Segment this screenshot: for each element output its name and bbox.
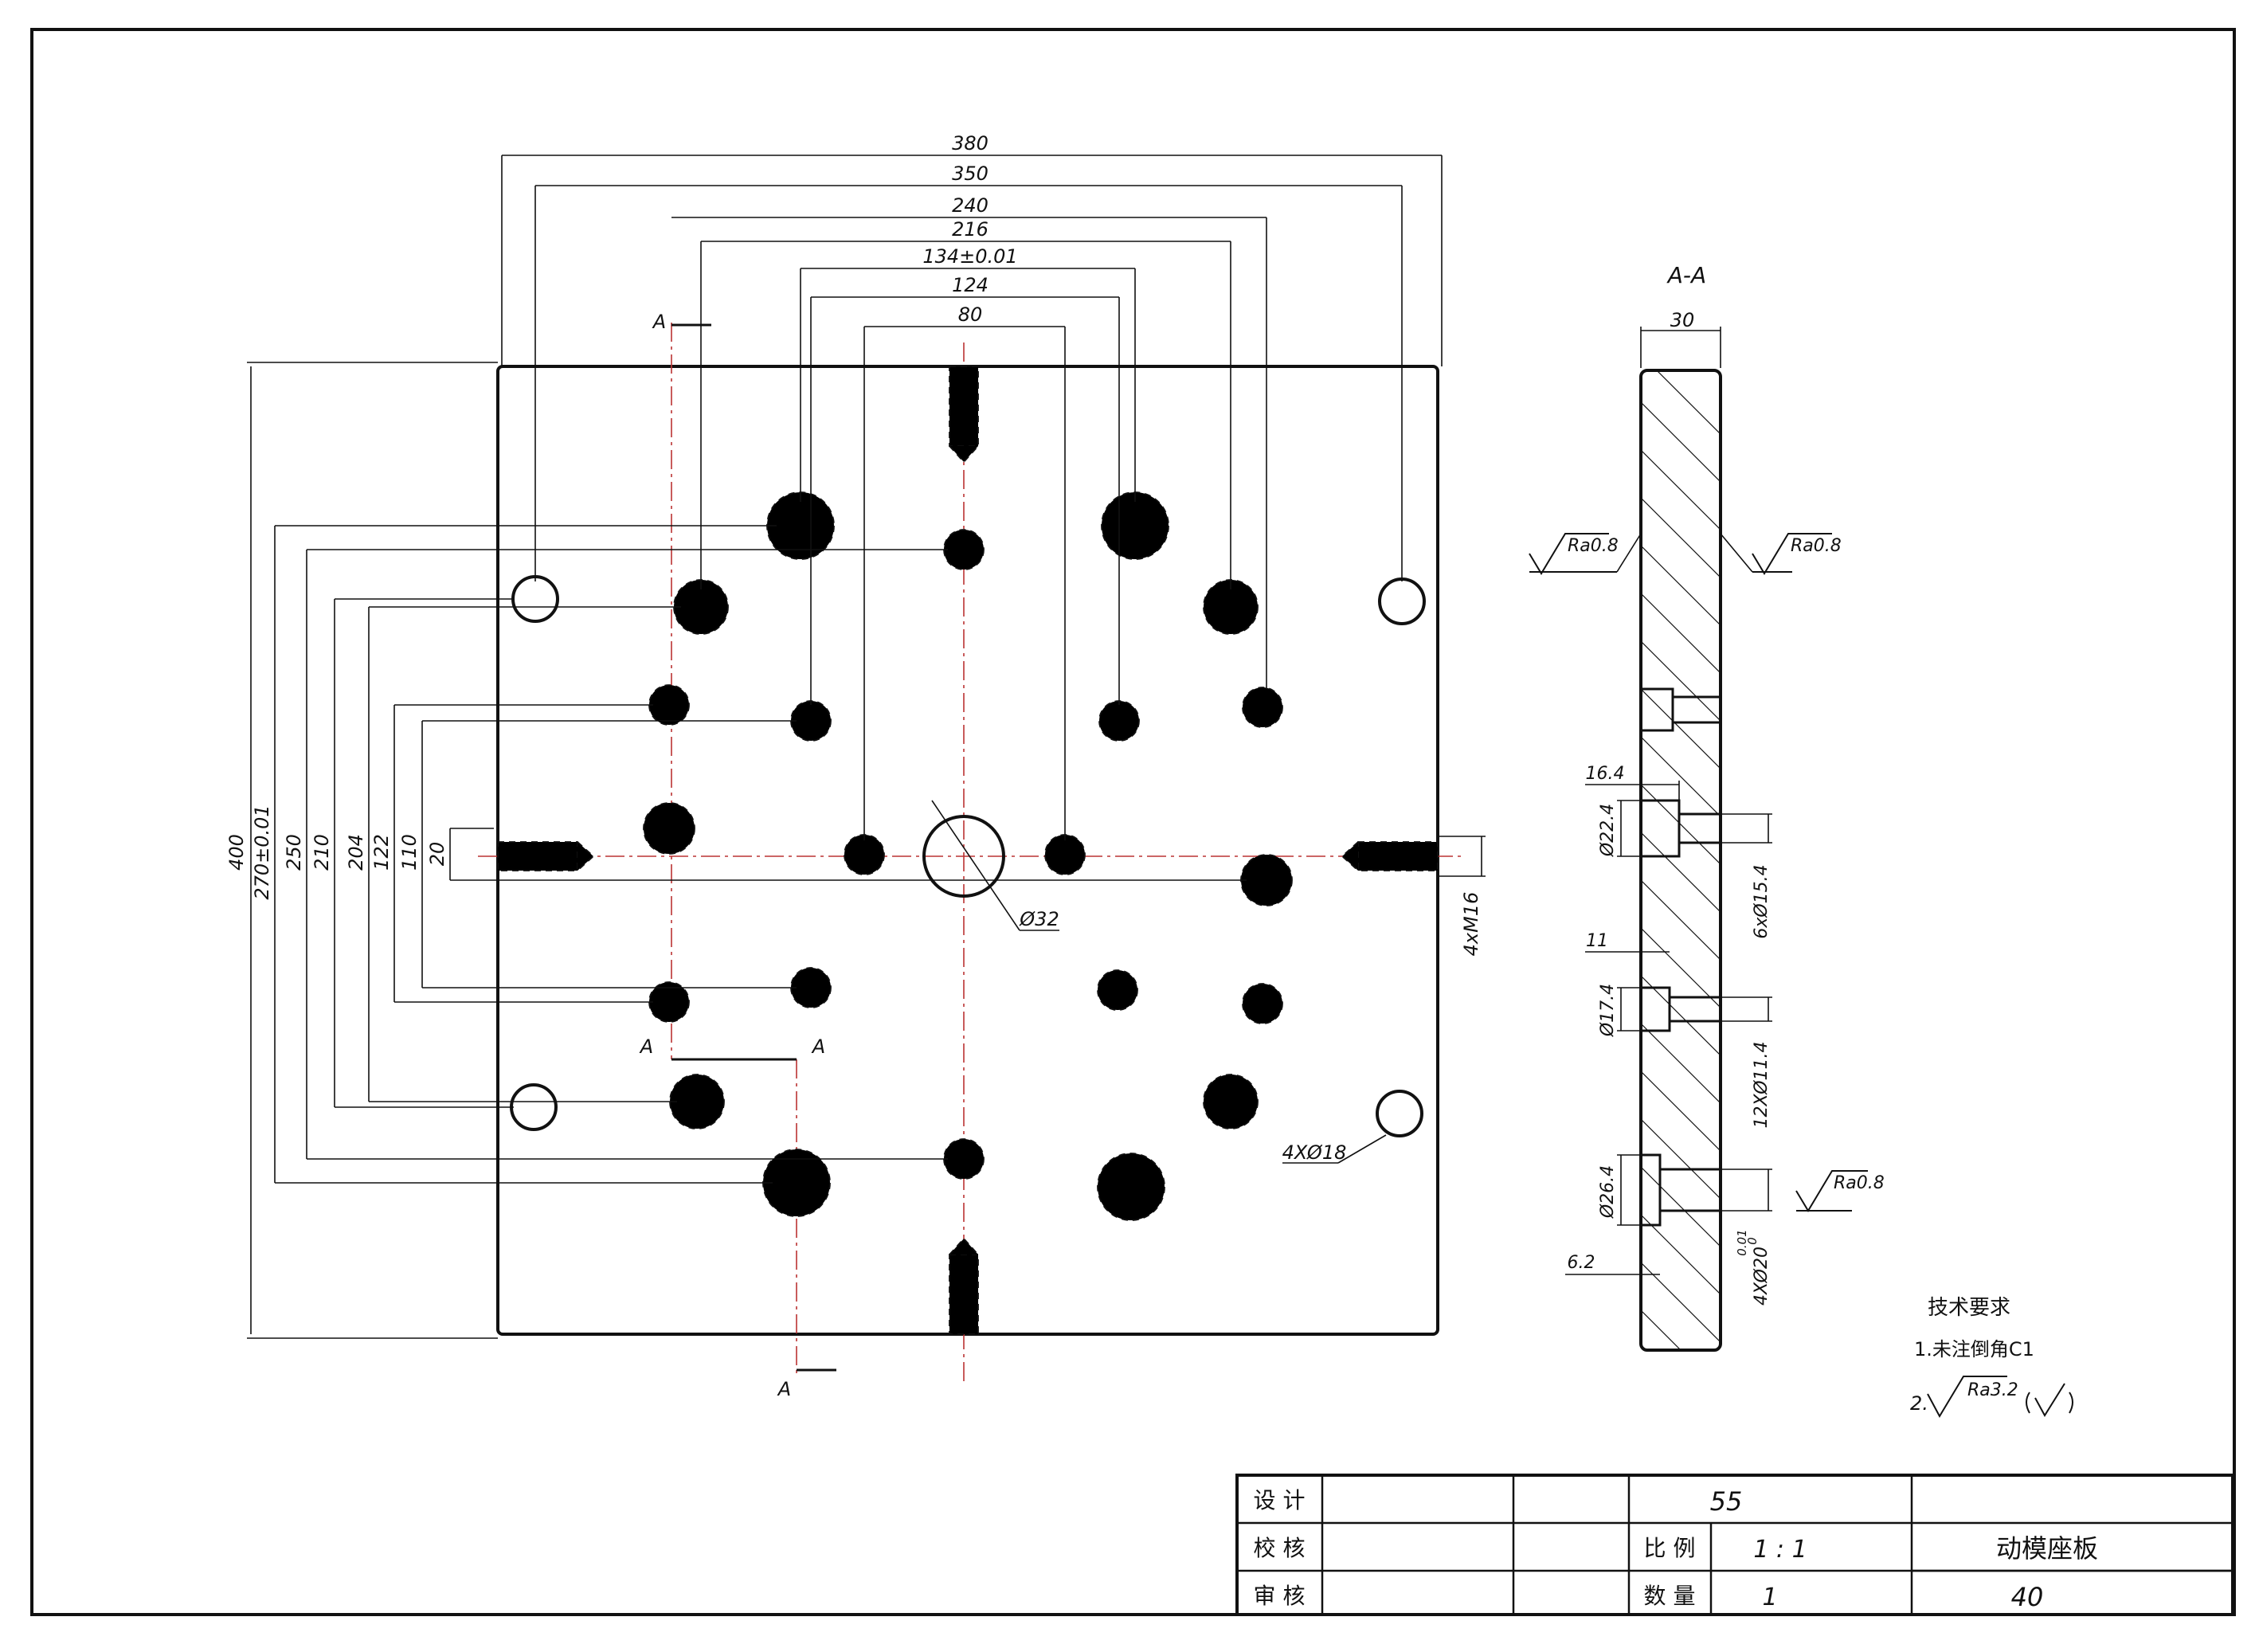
roughness-left-label: Ra0.8 [1568, 536, 1619, 556]
dim-thickness: 30 [1670, 309, 1695, 331]
dim-216: 216 [952, 218, 989, 241]
tech-requirements: 技术要求 1.未注倒角C1 2. Ra3.2 [1910, 1296, 2073, 1419]
tb-label-scale: 比 例 [1644, 1535, 1696, 1561]
tech-item-2-ra: Ra3.2 [1967, 1380, 2018, 1400]
dim-6-2: 6.2 [1568, 1253, 1595, 1273]
tech-roughness-symbol [1927, 1376, 2007, 1419]
thread-hole-right [1341, 841, 1439, 871]
tech-title: 技术要求 [1928, 1296, 2010, 1320]
dim-20: 20 [426, 842, 448, 867]
thread-hole-top [949, 366, 979, 464]
dim-350: 350 [952, 162, 989, 185]
section-mark-top: A [652, 311, 666, 333]
roughness-left: Ra0.8 [1529, 533, 1642, 575]
dim-tol-lower: 0 [1745, 1237, 1760, 1245]
roughness-bottom-label: Ra0.8 [1834, 1173, 1885, 1193]
thread-hole-bottom [949, 1237, 979, 1335]
roughness-right-label: Ra0.8 [1791, 536, 1842, 556]
dim-380: 380 [952, 132, 989, 155]
dim-6x-15-4: 6xØ15.4 [1752, 864, 1772, 938]
plate-outline [496, 365, 1439, 1336]
dim-11: 11 [1586, 931, 1608, 951]
section-hatching [1641, 370, 1721, 1350]
small-holes [648, 529, 1283, 1180]
title-block: 设 计 校 核 审 核 55 比 例 1 : 1 数 量 1 动模座板 40 [1235, 1474, 2234, 1616]
front-dim-texts: 380 350 240 216 134±0.01 124 80 400 270±… [225, 132, 1482, 1400]
section-holes [1639, 687, 1722, 1227]
tb-label-quantity: 数 量 [1644, 1583, 1696, 1609]
tech-item-2-prefix: 2. [1910, 1392, 1928, 1415]
tb-drawing-no: 40 [2011, 1582, 2044, 1612]
vertical-dim-lines [247, 362, 1486, 1339]
dim-400: 400 [225, 834, 248, 871]
front-view: 380 350 240 216 134±0.01 124 80 400 270±… [225, 132, 1486, 1400]
dim-16-4: 16.4 [1586, 764, 1625, 784]
section-mark-bottom: A [777, 1378, 791, 1400]
dim-250: 250 [283, 834, 305, 871]
section-mark-left: A [639, 1035, 653, 1058]
tb-quantity-value: 1 [1762, 1583, 1777, 1611]
dim-dia-22-4: Ø22.4 [1598, 804, 1618, 857]
tb-part-name: 动模座板 [1996, 1533, 2098, 1564]
tech-roughness-paren [2026, 1383, 2073, 1417]
tech-item-1: 1.未注倒角C1 [1914, 1338, 2034, 1360]
dim-thread: 4xM16 [1460, 892, 1482, 957]
sheet-border [30, 28, 2236, 1616]
dim-tol-upper: 0.01 [1735, 1229, 1749, 1255]
dim-4x-20: 4XØ20 [1752, 1247, 1772, 1306]
section-dim-texts: 16.4 Ø22.4 6xØ15.4 11 Ø17.4 12XØ11.4 Ø26… [1568, 764, 1772, 1306]
dim-80: 80 [958, 303, 983, 326]
dim-dia-17-4: Ø17.4 [1598, 984, 1618, 1037]
dim-dia-26-4: Ø26.4 [1598, 1165, 1618, 1219]
center-hole [922, 815, 1005, 898]
dim-210: 210 [311, 834, 333, 871]
dim-270: 270±0.01 [251, 804, 273, 899]
tb-scale-value: 1 : 1 [1753, 1536, 1807, 1564]
dim-204: 204 [345, 834, 367, 871]
dim-corner-holes: 4XØ18 [1282, 1141, 1347, 1164]
section-view: A-A 30 [1529, 262, 1885, 1352]
dim-134: 134±0.01 [922, 245, 1017, 268]
dim-12x-11-4: 12XØ11.4 [1752, 1042, 1772, 1129]
roughness-bottom: Ra0.8 [1795, 1170, 1885, 1212]
tb-label-check: 校 核 [1254, 1535, 1306, 1561]
dim-124: 124 [952, 274, 989, 296]
center-hole-leader [931, 800, 1020, 931]
roughness-right: Ra0.8 [1720, 533, 1842, 575]
large-holes [762, 491, 1169, 1221]
thread-hole-left [497, 841, 595, 871]
section-mark-right: A [811, 1035, 825, 1058]
section-title: A-A [1666, 262, 1706, 288]
section-dim-lines [1565, 781, 1772, 1275]
dim-240: 240 [952, 194, 989, 217]
tb-label-design: 设 计 [1254, 1487, 1306, 1513]
horizontal-dim-lines [501, 155, 1443, 840]
tb-label-review: 审 核 [1254, 1583, 1306, 1609]
dim-110: 110 [398, 834, 421, 871]
dim-center-dia: Ø32 [1019, 908, 1059, 930]
dim-122: 122 [370, 834, 393, 871]
tb-material: 55 [1710, 1486, 1743, 1517]
